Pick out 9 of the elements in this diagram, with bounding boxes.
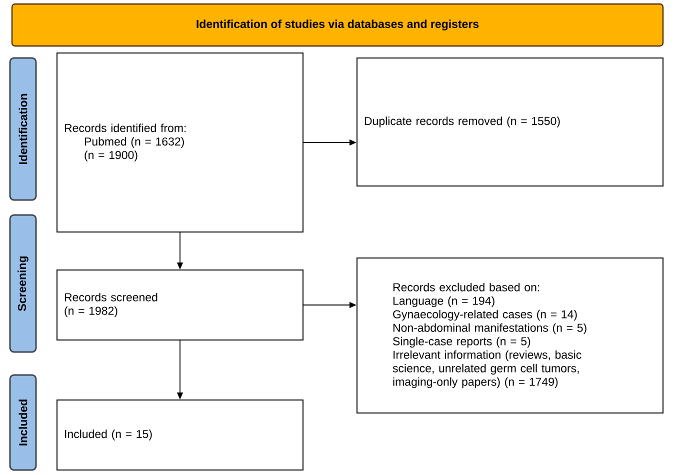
stage-label: Identification — [9, 57, 37, 201]
process-box: Records identified from: Pubmed (n = 1632) (n = 1900) — [56, 52, 304, 232]
stage-label: Included — [9, 374, 37, 471]
process-box: Duplicate records removed (n = 1550) — [356, 58, 664, 186]
process-box: Included (n = 15) — [56, 400, 304, 470]
process-box: Records excluded based on: Language (n = 194) Gynaecology-related cases (n = 14) Non-abdominal manifestations (n = 5) Single-case reports (n = 5) Irrelevant information (reviews, basic science, unrelated germ cell tumors, imaging-only papers) (n = 1749) — [356, 258, 664, 414]
title-banner: Identification of studies via databases and registers — [11, 3, 664, 47]
process-box: Records screened (n = 1982) — [56, 270, 304, 340]
stage-label: Screening — [9, 214, 37, 353]
